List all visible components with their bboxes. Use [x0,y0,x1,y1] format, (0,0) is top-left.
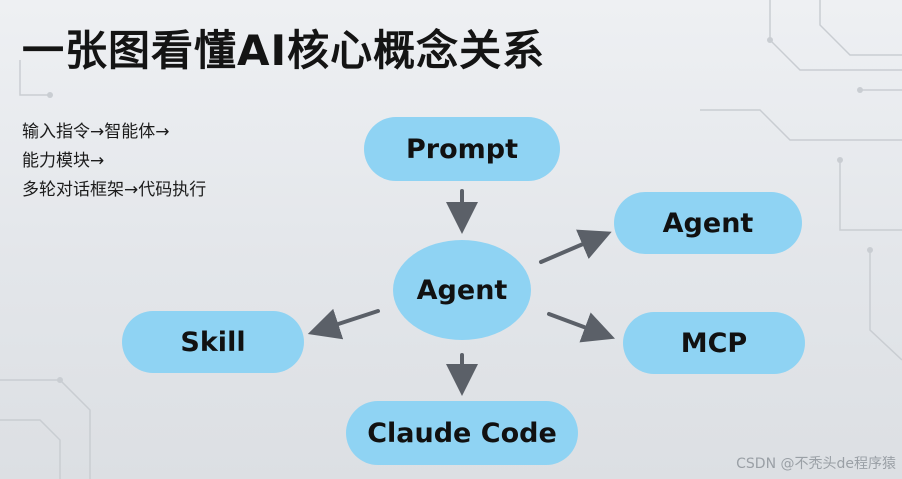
watermark: CSDN @不秃头de程序猿 [736,456,896,472]
flow-notes: 输入指令→智能体→ 能力模块→ 多轮对话框架→代码执行 [22,118,206,205]
node-claude-code-label: Claude Code [367,417,557,449]
node-mcp: MCP [623,312,805,374]
note-line-3: 多轮对话框架→代码执行 [22,180,207,200]
node-skill: Skill [122,311,304,373]
note-line-2: 能力模块→ [22,151,105,171]
arrow-agent-to-mcp [547,312,615,343]
node-claude-code: Claude Code [346,401,578,465]
arrow-agent-to-agent-right [539,229,612,264]
node-agent-right-label: Agent [662,207,754,239]
arrow-agent-to-skill [307,308,380,340]
note-line-1: 输入指令→智能体→ [22,122,170,142]
node-mcp-label: MCP [680,327,748,359]
node-prompt-label: Prompt [405,133,519,165]
node-prompt: Prompt [364,117,560,181]
node-agent-center: Agent [393,240,531,340]
node-skill-label: Skill [180,326,246,358]
page-title: 一张图看懂AI核心概念关系 [22,26,546,75]
node-agent-right: Agent [614,192,802,254]
node-agent-center-label: Agent [416,274,508,306]
